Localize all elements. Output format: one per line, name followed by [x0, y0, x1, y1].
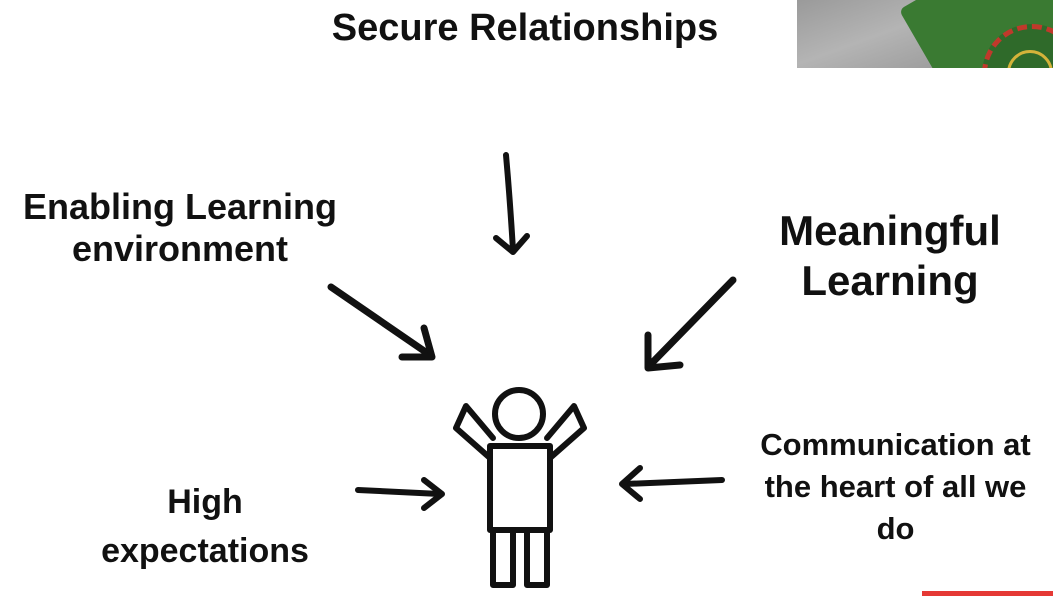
- corner-photo: [797, 0, 1053, 68]
- label-communication: Communication at the heart of all we do: [738, 424, 1053, 550]
- accent-bar: [922, 591, 1053, 596]
- arrow-down-left-icon: [644, 276, 737, 372]
- arrow-down-right-icon: [327, 283, 436, 361]
- label-secure-relationships: Secure Relationships: [290, 6, 760, 51]
- child-arms-raised-icon: [453, 387, 587, 588]
- arrow-right-icon: [355, 477, 445, 511]
- label-line: Meaningful: [779, 207, 1001, 254]
- label-line: environment: [71, 228, 289, 270]
- arrow-left-icon: [619, 465, 725, 502]
- label-line: High: [167, 483, 243, 521]
- label-enabling-learning-environment: Enabling Learning environment: [10, 186, 350, 271]
- label-line: Communication at: [760, 427, 1031, 462]
- label-line: Learning: [801, 256, 979, 304]
- label-line: Enabling Learning: [22, 186, 337, 227]
- label-meaningful-learning: Meaningful Learning: [760, 206, 1020, 305]
- label-line: the heart of all we: [764, 468, 1027, 504]
- label-line: expectations: [101, 532, 309, 571]
- label-high-expectations: High expectations: [70, 478, 340, 577]
- label-line: Secure Relationships: [331, 7, 719, 49]
- arrow-down-icon: [493, 152, 530, 255]
- label-line: do: [876, 510, 915, 546]
